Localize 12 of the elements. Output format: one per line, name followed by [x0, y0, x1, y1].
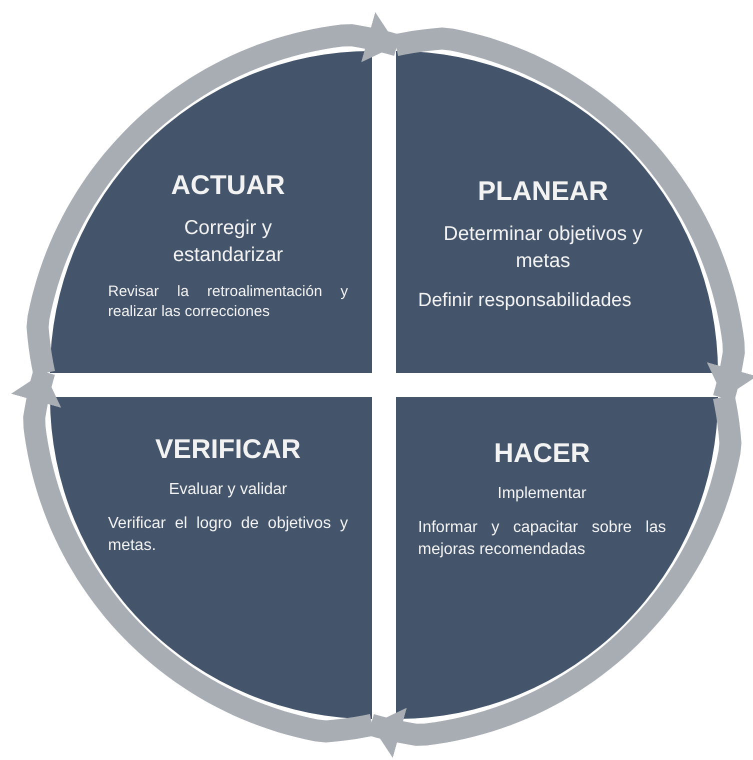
stage-title: HACER — [492, 437, 591, 470]
stage-subtitle: Corregir y estandarizar — [172, 216, 284, 268]
stage-description: Verificar el logro de objetivos y metas. — [108, 514, 348, 556]
stage-description: Informar y capacitar sobre las mejoras recomendadas — [418, 518, 666, 560]
stage-description: Revisar la retroalimentación y realizar las correcciones — [108, 282, 348, 322]
stage-subtitle: Implementar — [496, 484, 588, 504]
stage-title: ACTUAR — [170, 169, 286, 202]
stage-subtitle: Evaluar y validar — [168, 480, 288, 500]
stage-subtitle: Determinar objetivos y metas — [442, 222, 644, 274]
stage-title: PLANEAR — [476, 175, 610, 208]
stage-description: Definir responsabilidades — [418, 288, 632, 313]
stage-title: VERIFICAR — [154, 433, 302, 466]
